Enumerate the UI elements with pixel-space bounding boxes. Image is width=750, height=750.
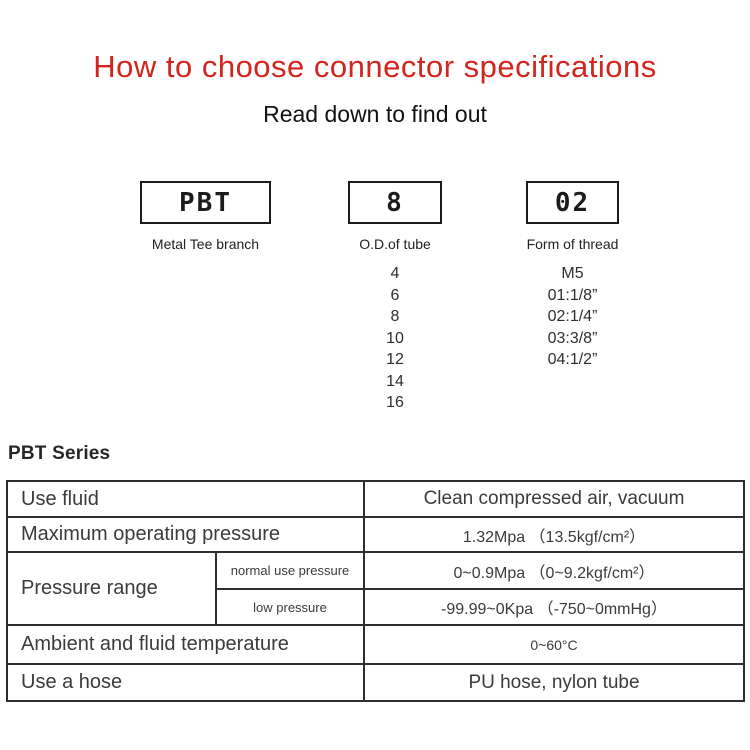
tube-od-code-label: O.D.of tube [359, 236, 431, 252]
tube-od-option: 16 [386, 394, 404, 411]
thread-option-list: M5 01:1/8” 02:1/4” 03:3/8” 04:1/2” [510, 263, 635, 371]
tube-od-option: 14 [386, 372, 404, 390]
spec-row-value: -99.99~0Kpa （-750~0mmHg） [363, 588, 745, 626]
series-code-label: Metal Tee branch [151, 236, 260, 252]
table-row: Maximum operating pressure 1.32Mpa （13.5… [6, 516, 745, 553]
thread-option: 02:1/4” [547, 308, 598, 325]
spec-row-label: Maximum operating pressure [6, 516, 365, 553]
spec-row-value: 0~0.9Mpa （0~9.2kgf/cm²） [363, 551, 745, 590]
page-title: How to choose connector specifications [93, 49, 657, 84]
tube-od-option: 8 [390, 308, 400, 325]
table-row: Pressure range normal use pressure 0~0.9… [6, 551, 745, 626]
tube-od-option-list: 4 6 8 10 12 14 16 [330, 263, 460, 414]
thread-option: 04:1/2” [547, 351, 598, 368]
table-row: Ambient and fluid temperature 0~60°C [6, 624, 745, 665]
table-row: Use fluid Clean compressed air, vacuum [6, 480, 745, 518]
spec-row-label: Use fluid [6, 480, 365, 518]
thread-code-label: Form of thread [526, 236, 619, 252]
spec-row-label: Pressure range [6, 551, 217, 626]
spec-row-label: Use a hose [6, 663, 365, 702]
spec-table: Use fluid Clean compressed air, vacuum M… [6, 480, 745, 702]
tube-od-option: 6 [390, 286, 400, 304]
spec-row-value: Clean compressed air, vacuum [363, 480, 745, 518]
series-code-box: PBT [140, 181, 271, 224]
tube-od-option: 12 [386, 351, 404, 368]
tube-od-option: 10 [386, 329, 404, 347]
tube-od-option: 4 [390, 265, 400, 282]
series-heading: PBT Series [8, 443, 111, 464]
table-row: low pressure -99.99~0Kpa （-750~0mmHg） [7, 588, 745, 626]
code-segment-tube-od: 8 O.D.of tube 4 6 8 10 12 14 16 [330, 181, 460, 414]
spec-row-value: PU hose, nylon tube [363, 663, 745, 702]
spec-row-value: 1.32Mpa （13.5kgf/cm²） [363, 516, 745, 553]
thread-option: M5 [561, 265, 584, 282]
thread-code-box: 02 [526, 181, 619, 224]
code-segment-thread: 02 Form of thread M5 01:1/8” 02:1/4” 03:… [510, 181, 635, 371]
thread-option: 01:1/8” [547, 286, 598, 304]
thread-option: 03:3/8” [547, 329, 598, 347]
spec-row-label: Ambient and fluid temperature [6, 624, 365, 665]
table-row: Use a hose PU hose, nylon tube [6, 663, 745, 702]
spec-row-value: 0~60°C [363, 624, 745, 665]
code-segment-series: PBT Metal Tee branch [128, 181, 283, 252]
tube-od-code-box: 8 [348, 181, 442, 224]
spec-subrow-label: normal use pressure [215, 551, 365, 590]
spec-subrow-label: low pressure [215, 588, 365, 626]
page-subtitle: Read down to find out [263, 101, 487, 127]
